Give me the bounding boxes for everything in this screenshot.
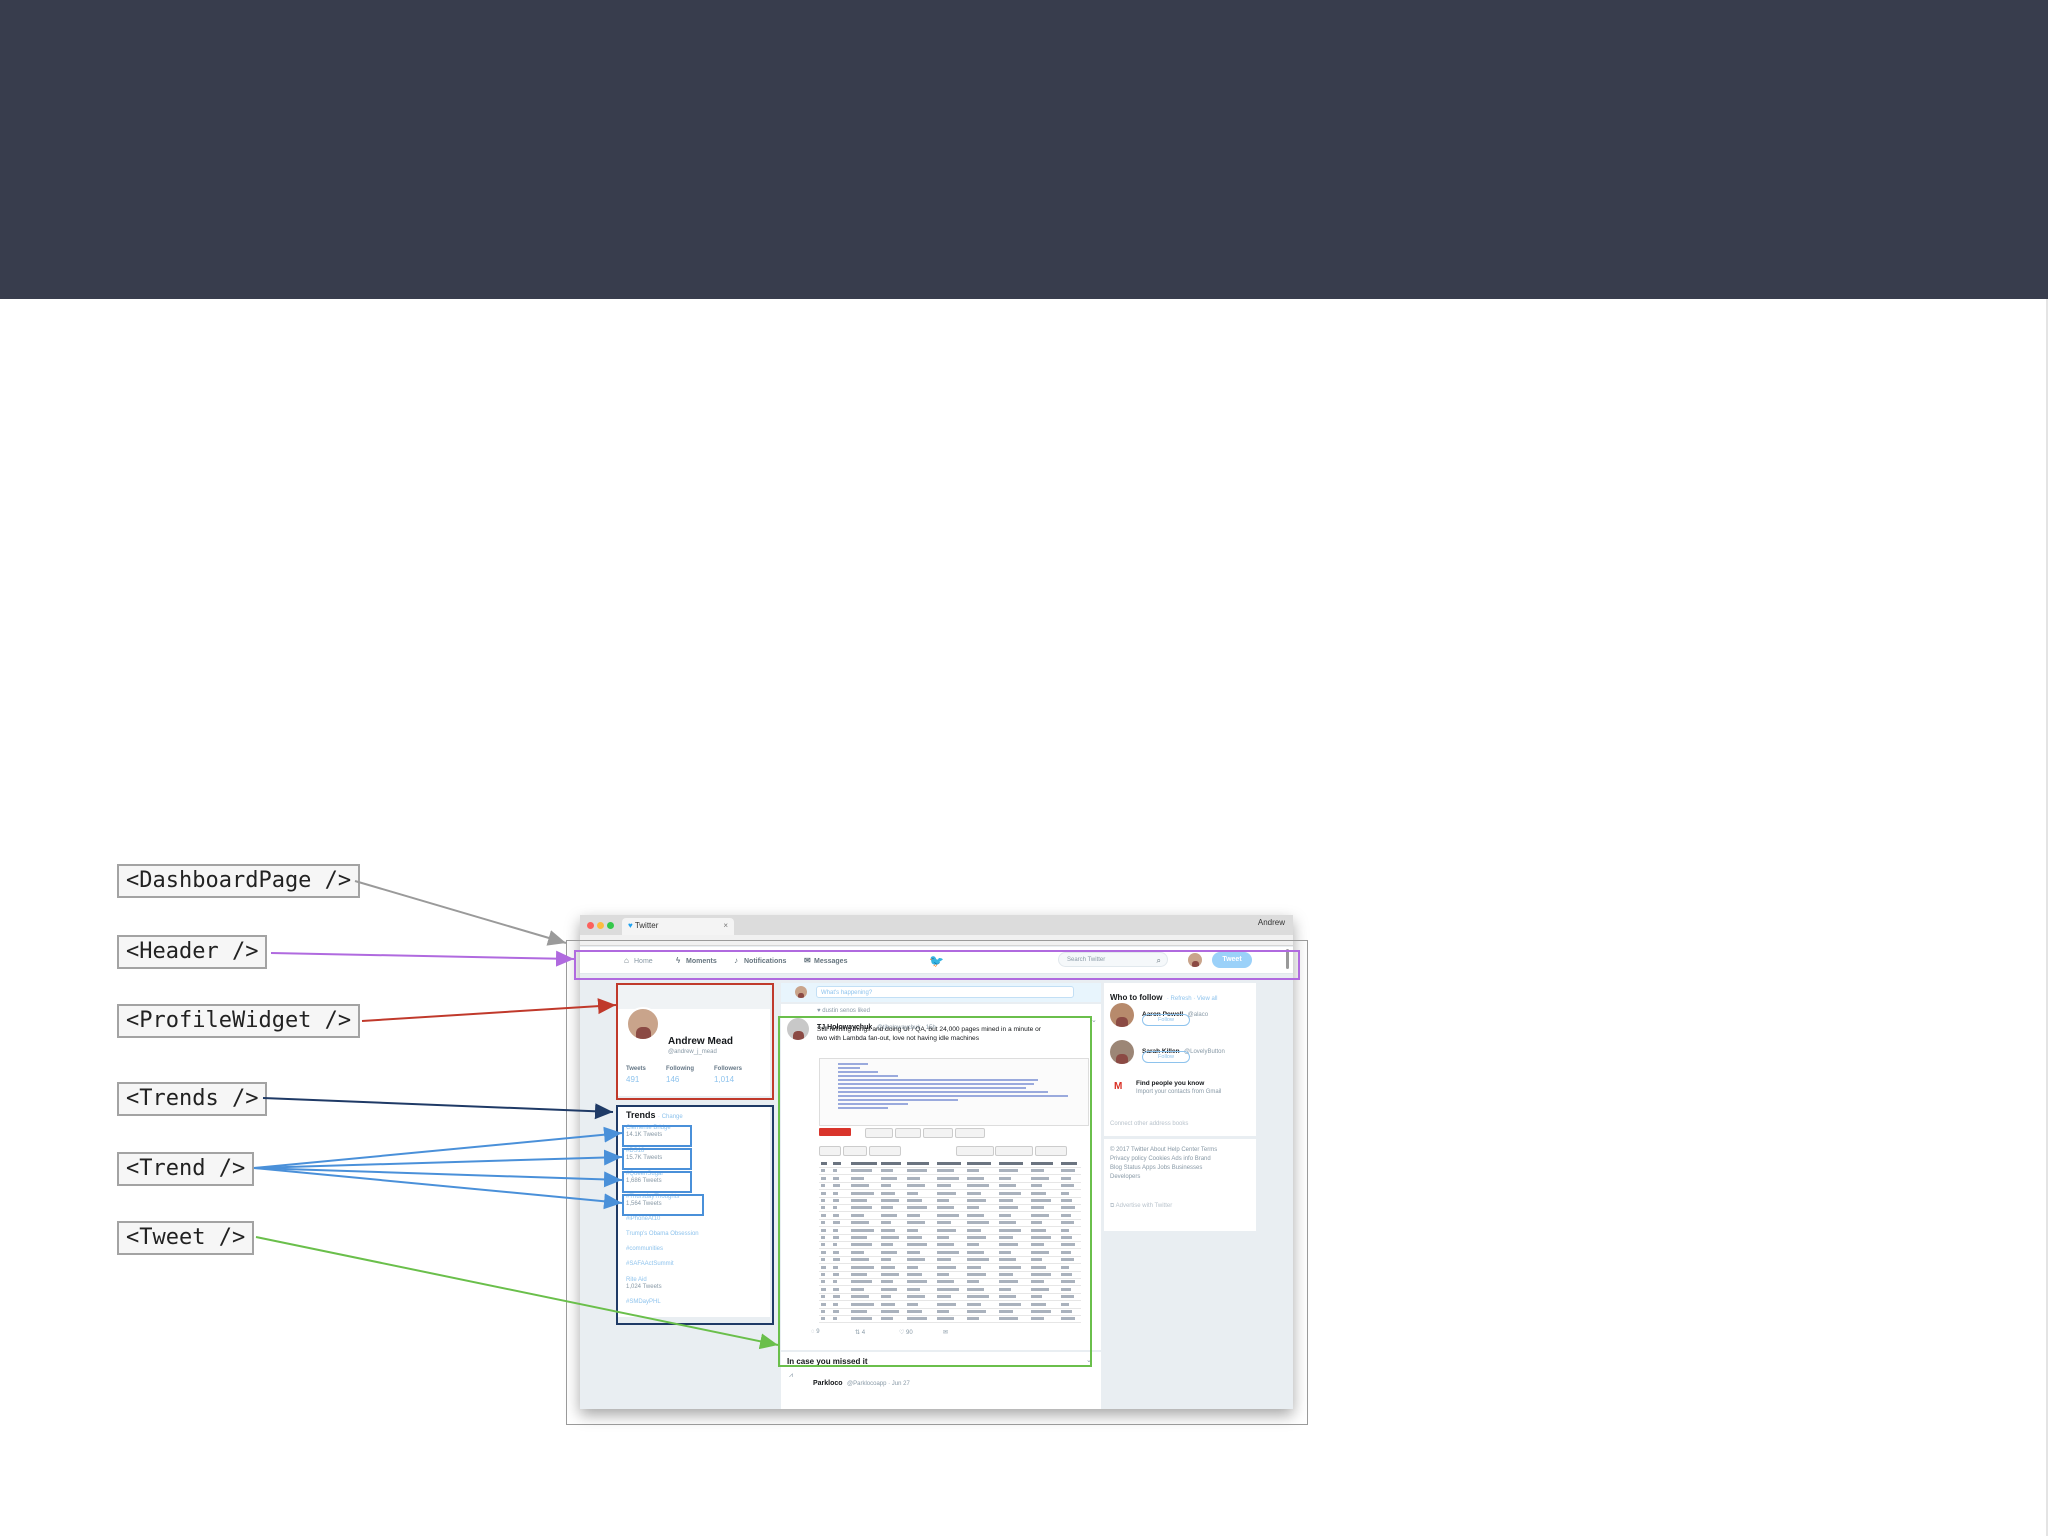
- arrow-header: [271, 953, 574, 959]
- arrow-trends: [263, 1098, 613, 1112]
- arrow-dashboard-page: [355, 881, 566, 943]
- arrow-tweet: [256, 1237, 778, 1345]
- arrow-profile-widget: [362, 1005, 616, 1021]
